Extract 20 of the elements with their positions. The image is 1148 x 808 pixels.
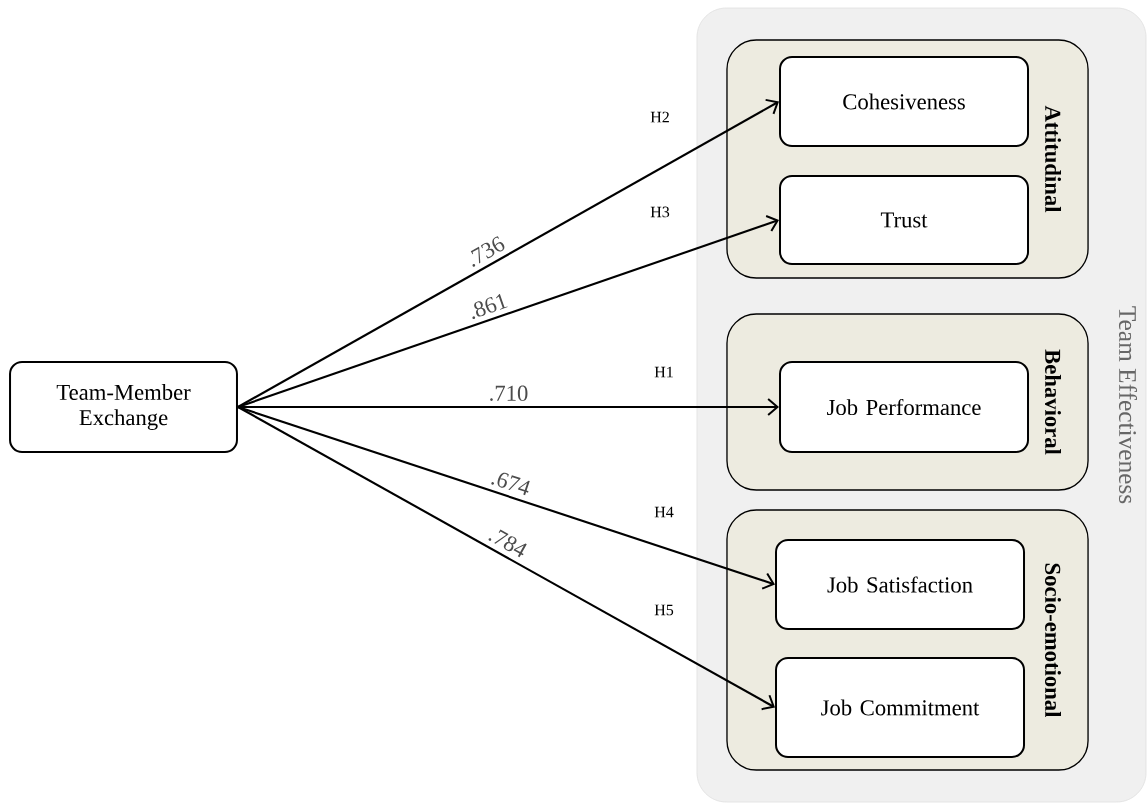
arrow xyxy=(237,406,775,711)
hypothesis-label: H5 xyxy=(654,604,674,616)
construct-box: Team-Member Exchange xyxy=(9,361,238,453)
coefficient-label: .710 xyxy=(490,385,528,401)
hypothesis-label: H4 xyxy=(654,506,674,518)
hypothesis-label: H3 xyxy=(650,206,670,218)
coefficient-label: .736 xyxy=(470,236,505,267)
construct-box: Cohesiveness xyxy=(779,55,1029,148)
hypothesis-label: H1 xyxy=(654,366,673,378)
arrow xyxy=(237,215,779,408)
construct-box: Trust xyxy=(779,175,1029,265)
construct-box: Job Satisfaction xyxy=(775,539,1025,631)
construct-box: Job Performance xyxy=(779,361,1029,453)
construct-box: Job Commitment xyxy=(775,657,1025,758)
arrow xyxy=(237,406,775,590)
arrow xyxy=(237,98,779,408)
coefficient-label: .784 xyxy=(488,529,527,558)
coefficient-label: .674 xyxy=(491,472,530,496)
hypothesis-label: H2 xyxy=(650,111,669,123)
coefficient-label: .861 xyxy=(472,293,508,320)
